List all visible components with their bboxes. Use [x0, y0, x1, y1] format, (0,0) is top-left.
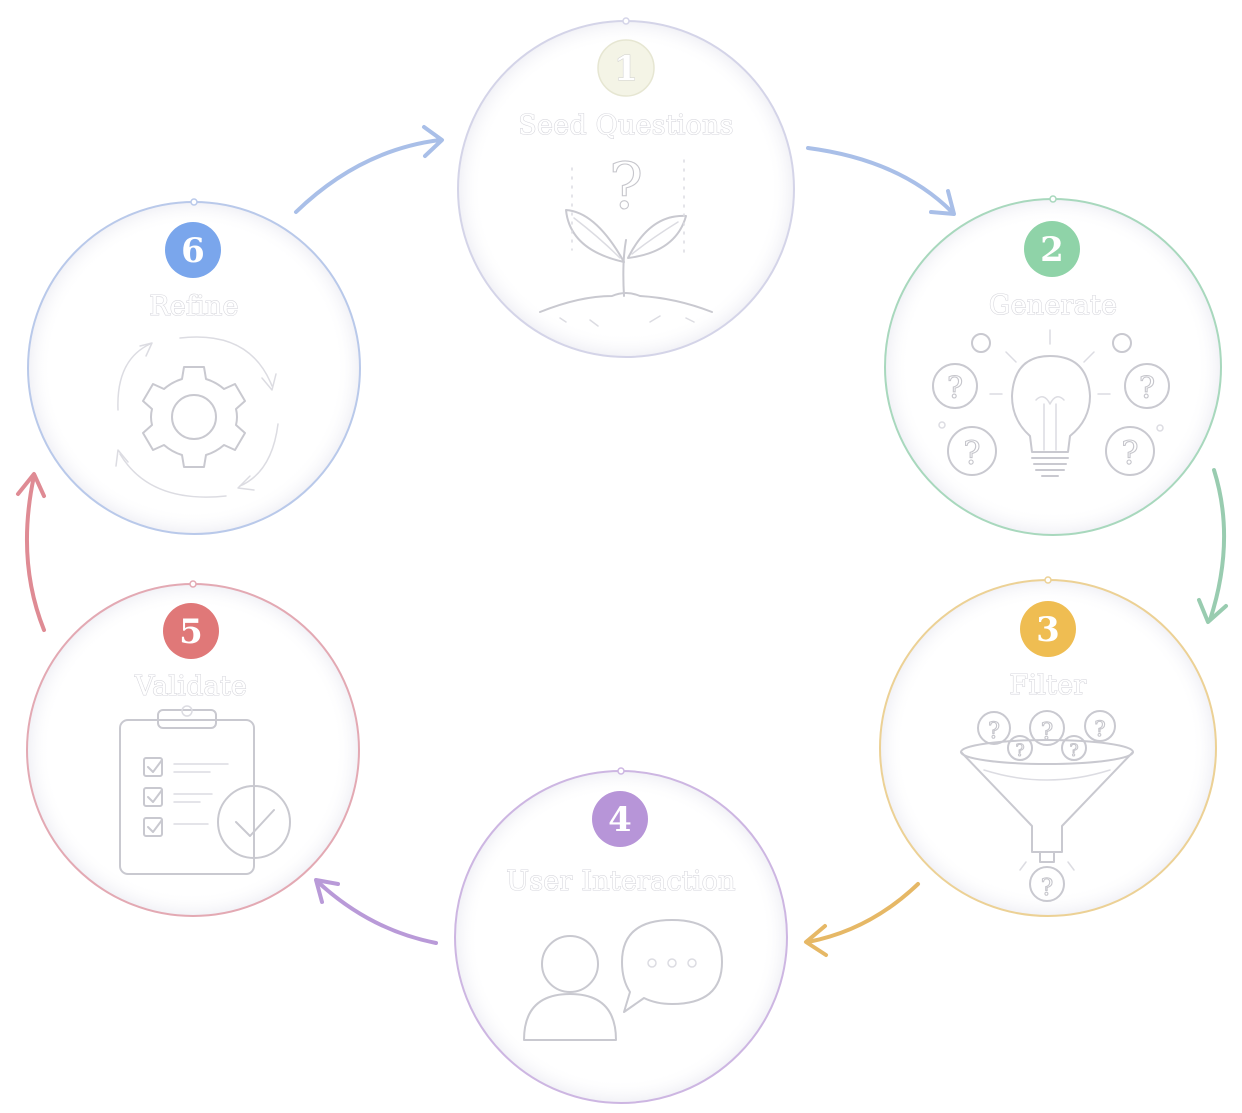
svg-text:?: ? [609, 150, 643, 224]
step-1-badge [597, 39, 655, 97]
svg-text:?: ? [963, 434, 980, 472]
step-5-title: Validate [134, 671, 247, 702]
arrow-2-to-3 [1197, 468, 1228, 624]
svg-text:?: ? [1069, 741, 1078, 761]
step-5-validate: 5 Validate [26, 580, 360, 917]
arrow-6-to-1 [294, 125, 444, 214]
svg-text:?: ? [1041, 875, 1053, 901]
step-6-number: 6 [181, 231, 205, 271]
step-2-title: Generate [989, 290, 1117, 321]
svg-text:?: ? [1041, 719, 1053, 745]
user-chat-icon [523, 919, 723, 1041]
funnel-questions-icon: ? ? ? ? ? ? [960, 710, 1134, 902]
step-3-number: 3 [1036, 610, 1060, 650]
step-4-title: User Interaction [506, 866, 735, 897]
arrow-3-to-4 [804, 882, 920, 957]
step-3-filter: 3 Filter ? ? ? ? ? ? [879, 576, 1217, 917]
step-2-number: 2 [1040, 230, 1064, 270]
step-6-refine: 6 Refine [27, 198, 361, 535]
svg-text:?: ? [947, 371, 963, 406]
step-2-badge [1024, 221, 1080, 277]
step-1-number: 1 [614, 49, 638, 89]
gear-cycle-icon [115, 336, 279, 498]
step-4-user-interaction: 4 User Interaction [454, 767, 788, 1104]
svg-text:?: ? [988, 719, 1000, 744]
step-2-generate: 2 Generate ? ? ? ? [884, 195, 1222, 536]
step-6-badge [165, 222, 221, 278]
step-6-title: Refine [149, 291, 239, 322]
arrow-4-to-5 [314, 878, 438, 945]
cycle-arrows [16, 125, 1228, 957]
step-3-badge [1020, 601, 1076, 657]
svg-text:?: ? [1139, 371, 1155, 406]
step-4-number: 4 [608, 800, 632, 840]
arrow-5-to-6 [16, 472, 46, 632]
lightbulb-questions-icon: ? ? ? ? [932, 329, 1170, 477]
arrow-1-to-2 [806, 146, 956, 216]
sprout-question-icon: ? [539, 149, 713, 327]
step-3-title: Filter [1010, 670, 1087, 701]
svg-text:?: ? [1015, 741, 1024, 761]
step-1-title: Seed Questions [518, 110, 733, 141]
step-1-seed-questions: 1 Seed Questions ? [457, 17, 795, 358]
step-5-number: 5 [179, 612, 203, 652]
clipboard-check-icon [119, 705, 291, 875]
step-5-badge [163, 603, 219, 659]
svg-text:?: ? [1121, 434, 1138, 472]
step-4-badge [592, 791, 648, 847]
svg-text:?: ? [1094, 717, 1105, 741]
